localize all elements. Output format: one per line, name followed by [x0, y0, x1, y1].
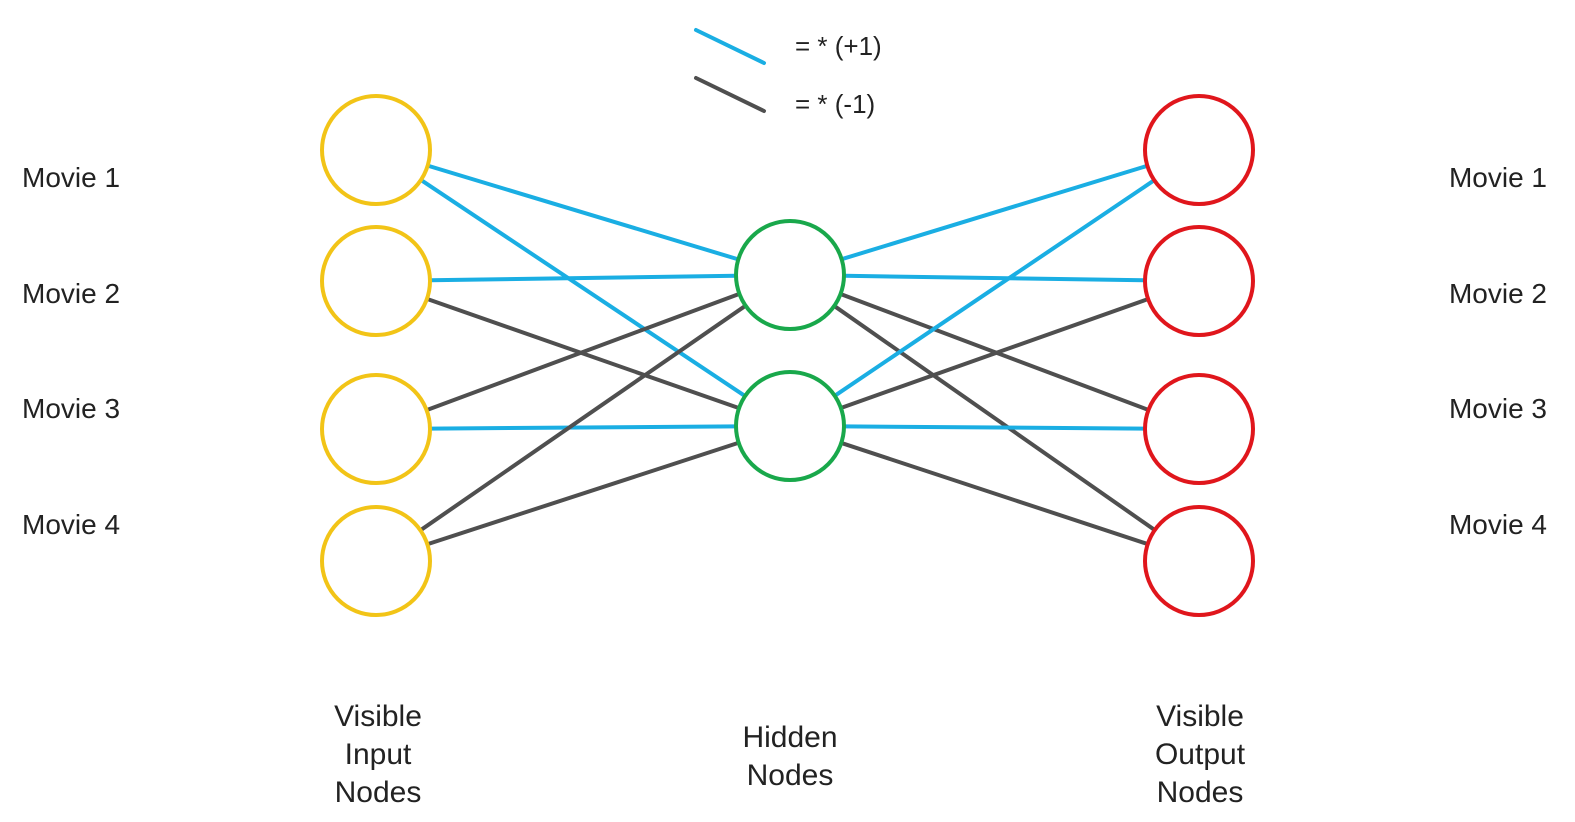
edge-input-4-to-hidden-2	[425, 440, 741, 547]
output-movie-label-3: Movie 3	[1448, 393, 1547, 424]
hidden-node-2	[734, 370, 846, 482]
legend-positive-line	[694, 28, 766, 65]
output-movie-label-4: Movie 4	[1448, 509, 1547, 540]
output-nodes-caption: Visible Output Nodes	[1070, 698, 1330, 812]
hidden-nodes-caption: Hidden Nodes	[660, 719, 920, 795]
output-movie-label-1: Movie 1	[1448, 162, 1547, 193]
output-caption-line-1: Visible	[1156, 700, 1244, 733]
output-caption-line-3: Nodes	[1156, 776, 1244, 809]
output-node-1	[1143, 94, 1255, 206]
legend-negative-line	[694, 76, 766, 113]
output-node-3	[1143, 373, 1255, 485]
legend-positive-label: = * (+1)	[795, 31, 882, 61]
input-movie-label-2: Movie 2	[22, 278, 121, 309]
output-movie-label-2: Movie 2	[1448, 278, 1547, 309]
edge-hidden-1-to-output-4	[832, 303, 1157, 533]
edge-hidden-2-to-output-3	[841, 424, 1148, 431]
input-caption-line-1: Visible	[334, 700, 422, 733]
input-node-1	[320, 94, 432, 206]
nodes	[320, 94, 1255, 617]
edge-hidden-2-to-output-2	[838, 297, 1151, 410]
hidden-node-1	[734, 219, 846, 331]
hidden-caption-line-1: Hidden	[742, 721, 838, 754]
output-node-2	[1143, 225, 1255, 337]
output-caption-line-2: Output	[1154, 738, 1246, 771]
edge-input-1-to-hidden-1	[425, 163, 741, 262]
edge-input-2-to-hidden-1	[427, 273, 739, 283]
output-node-4	[1143, 505, 1255, 617]
edge-hidden-2-to-output-4	[839, 440, 1150, 547]
hidden-caption-line-2: Nodes	[746, 759, 834, 792]
input-caption-line-3: Nodes	[334, 776, 422, 809]
edge-input-3-to-hidden-1	[424, 291, 742, 413]
legend-negative-label: = * (-1)	[795, 89, 876, 119]
input-caption-line-2: Input	[344, 738, 412, 771]
input-node-4	[320, 505, 432, 617]
edge-input-1-to-hidden-2	[418, 177, 748, 399]
input-node-3	[320, 373, 432, 485]
edge-hidden-1-to-output-1	[839, 163, 1150, 262]
edge-input-4-to-hidden-1	[418, 303, 748, 533]
input-nodes-caption: Visible Input Nodes	[248, 698, 508, 812]
edge-input-3-to-hidden-2	[427, 424, 739, 431]
input-movie-label-1: Movie 1	[22, 162, 121, 193]
input-node-2	[320, 225, 432, 337]
input-movie-label-3: Movie 3	[22, 393, 121, 424]
connection-lines	[418, 163, 1157, 547]
input-movie-label-4: Movie 4	[22, 509, 121, 540]
edge-hidden-1-to-output-2	[841, 273, 1148, 283]
legend	[694, 28, 766, 113]
edge-hidden-2-to-output-1	[832, 178, 1157, 398]
